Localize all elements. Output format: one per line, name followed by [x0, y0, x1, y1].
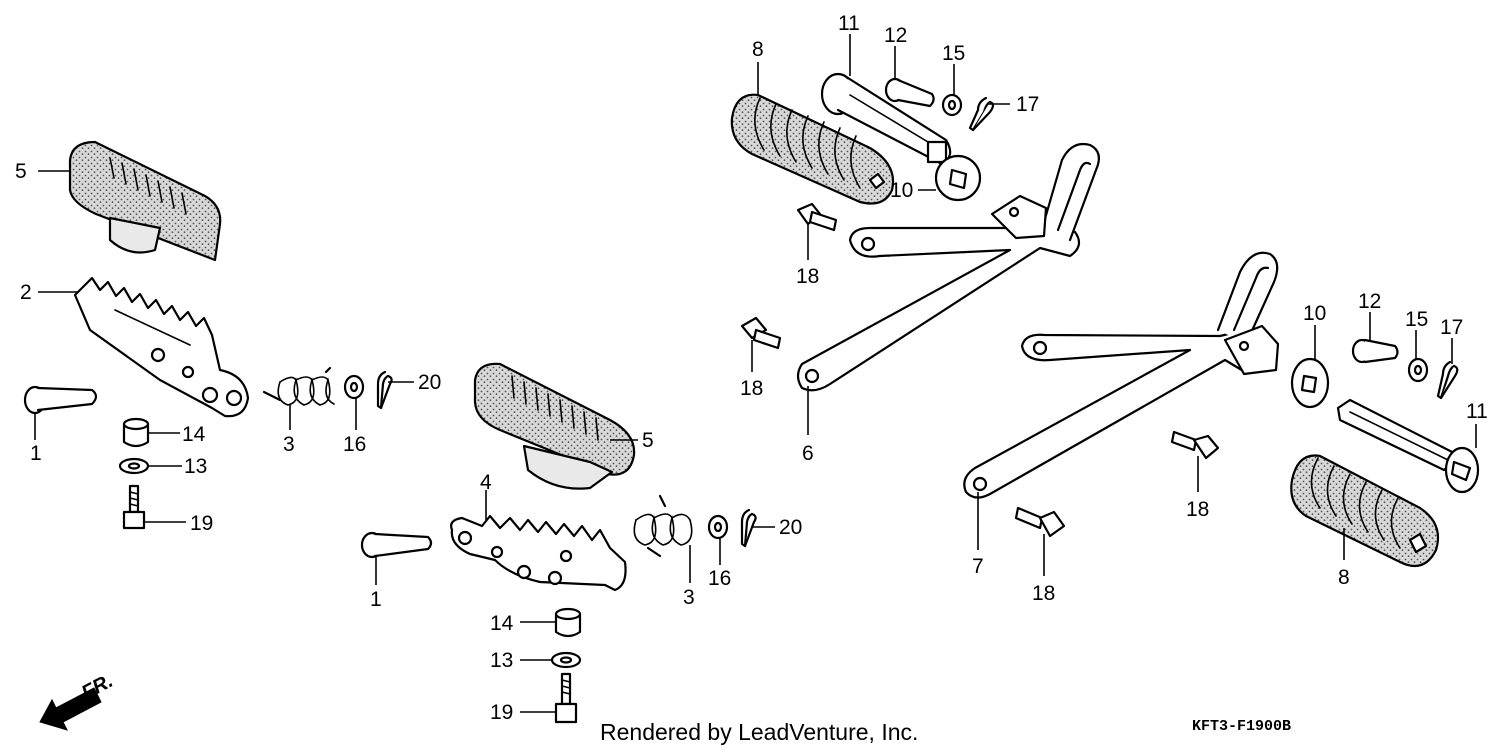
middle-spring [633, 494, 693, 558]
label-middle-collar: 14 [490, 612, 514, 635]
upper-rear-bolt-b [740, 316, 782, 350]
left-pin [23, 385, 98, 415]
left-footpeg-rubber [68, 140, 222, 262]
upper-rear-rubber [730, 93, 895, 205]
middle-pin [360, 531, 433, 559]
label-lower-rear-cotter: 17 [1440, 316, 1463, 339]
label-lower-rear-peg: 11 [1466, 400, 1488, 423]
lower-rear-plate [1290, 357, 1330, 409]
lower-rear-pin [1351, 338, 1399, 364]
middle-footpeg-rubber [473, 362, 636, 490]
leader-lines [34, 34, 1477, 713]
label-middle-spring: 3 [683, 586, 695, 609]
label-upper-rear-bolt-a: 18 [796, 265, 819, 288]
upper-rear-cotter [968, 96, 995, 132]
label-left-cotter: 20 [418, 371, 441, 394]
left-footpeg-bracket [73, 276, 250, 418]
label-middle-washer: 13 [490, 649, 513, 672]
label-left-spring: 3 [283, 433, 295, 456]
label-middle-cotter: 20 [779, 516, 802, 539]
front-direction-indicator: FR. [39, 670, 117, 731]
label-lower-rear-rubber: 8 [1338, 566, 1350, 589]
left-washer-small [343, 374, 365, 400]
label-lower-rear-plate: 10 [1303, 302, 1326, 325]
middle-cotter [740, 508, 757, 548]
upper-rear-bracket [796, 142, 1101, 392]
left-cotter [376, 370, 393, 410]
label-lower-rear-washer: 15 [1405, 308, 1428, 331]
label-lower-rear-bracket: 7 [972, 555, 984, 578]
lower-rear-washer [1407, 357, 1429, 383]
diagram-code: KFT3-F1900B [1192, 718, 1291, 735]
middle-washer-small [707, 514, 729, 540]
lower-rear-peg [1336, 398, 1480, 494]
label-upper-rear-plate: 10 [890, 179, 913, 202]
left-bolt [122, 484, 146, 530]
label-middle-bolt: 19 [490, 701, 513, 724]
label-upper-rear-cotter: 17 [1016, 93, 1039, 116]
label-left-bolt: 19 [190, 512, 213, 535]
lower-rear-cotter [1436, 360, 1459, 400]
left-washer [118, 457, 150, 475]
lower-rear-bracket [963, 251, 1280, 499]
label-left-washer: 13 [184, 455, 207, 478]
footer-credit: Rendered by LeadVenture, Inc. [600, 719, 918, 745]
upper-rear-washer [941, 93, 963, 117]
middle-collar [554, 607, 582, 638]
upper-rear-bolt-a [796, 202, 838, 232]
label-upper-rear-rubber: 8 [752, 38, 764, 61]
middle-washer [550, 651, 582, 669]
label-middle-peg-bracket: 4 [480, 471, 492, 494]
label-lower-rear-bolt-b: 18 [1032, 582, 1055, 605]
label-left-washer-small: 16 [343, 433, 366, 456]
label-left-collar: 14 [182, 423, 206, 446]
lower-rear-bolt-b [1014, 506, 1066, 538]
front-arrow-icon [39, 687, 102, 731]
label-upper-rear-pin: 12 [884, 24, 907, 47]
middle-footpeg-bracket [450, 514, 627, 592]
label-lower-rear-bolt-a: 18 [1186, 498, 1209, 521]
label-middle-peg-rubber: 5 [642, 429, 654, 452]
label-left-pin: 1 [30, 442, 42, 465]
label-upper-rear-washer: 15 [942, 42, 965, 65]
label-upper-rear-bracket: 6 [802, 442, 814, 465]
middle-bolt [554, 672, 578, 724]
lower-rear-bolt-a [1170, 430, 1220, 460]
upper-rear-plate [934, 154, 982, 202]
label-middle-pin: 1 [370, 588, 382, 611]
left-spring [262, 366, 335, 406]
left-collar [122, 417, 150, 448]
label-middle-washer-small: 16 [708, 567, 731, 590]
label-upper-rear-bolt-b: 18 [740, 377, 763, 400]
label-lower-rear-pin: 12 [1358, 290, 1381, 313]
label-left-peg-bracket: 2 [20, 281, 32, 304]
lower-rear-rubber [1290, 454, 1440, 568]
label-upper-rear-peg: 11 [838, 12, 860, 35]
label-left-peg-rubber: 5 [15, 160, 27, 183]
upper-rear-pin [884, 77, 935, 108]
